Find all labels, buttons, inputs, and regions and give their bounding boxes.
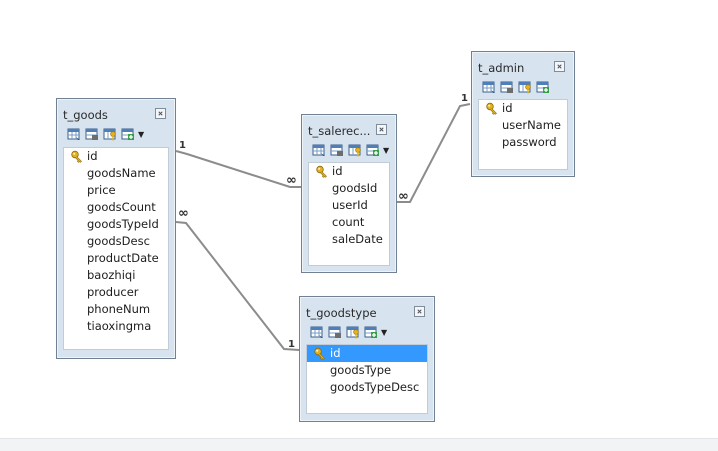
entity-toolbar: ▼ (306, 323, 428, 341)
field-name: goodsTypeId (87, 217, 159, 231)
cardinality-label: ∞ (178, 206, 189, 221)
field-name: password (502, 135, 557, 149)
table-grid-icon[interactable] (67, 128, 81, 141)
field-name: id (332, 164, 343, 178)
field-row[interactable]: goodsName (64, 165, 168, 182)
cardinality-label: ∞ (398, 189, 409, 204)
entity-toolbar: ▼ (308, 141, 390, 159)
primary-key-icon (315, 165, 328, 178)
field-row[interactable]: goodsTypeDesc (307, 379, 427, 396)
field-row[interactable]: goodsDesc (64, 233, 168, 250)
field-list: id goodsName price goodsCount goodsTypeId goo… (63, 147, 169, 350)
field-name: producer (87, 285, 139, 299)
field-row[interactable]: goodsCount (64, 199, 168, 216)
link-admin-salerecord (397, 103, 471, 203)
table-add-icon[interactable] (536, 81, 550, 94)
field-name: productDate (87, 251, 159, 265)
link-goods-salerecord (175, 150, 302, 188)
field-name: userName (502, 118, 562, 132)
table-add-icon[interactable] (366, 144, 380, 157)
field-row[interactable]: id (309, 163, 389, 180)
cardinality-label: ∞ (286, 173, 297, 188)
table-add-icon[interactable] (121, 128, 135, 141)
close-icon[interactable] (376, 124, 387, 135)
dropdown-arrow-icon[interactable]: ▼ (381, 327, 388, 337)
close-icon[interactable] (554, 61, 565, 72)
field-row[interactable]: producer (64, 284, 168, 301)
field-row[interactable]: tiaoxingma (64, 318, 168, 335)
field-row[interactable]: price (64, 182, 168, 199)
entity-t-goods[interactable]: t_goods ▼ id goodsName price goodsCount good… (56, 98, 176, 359)
table-key-icon[interactable] (346, 326, 360, 339)
field-row[interactable]: id (479, 100, 567, 117)
field-list: id userName password (478, 99, 568, 170)
primary-key-icon (313, 347, 326, 360)
field-row[interactable]: userId (309, 197, 389, 214)
field-row[interactable]: saleDate (309, 231, 389, 248)
field-name: count (332, 215, 365, 229)
table-edit-icon[interactable] (328, 326, 342, 339)
field-name: id (502, 101, 513, 115)
field-name: userId (332, 198, 368, 212)
field-name: id (330, 346, 341, 360)
field-row[interactable]: goodsType (307, 362, 427, 379)
field-name: goodsTypeDesc (330, 380, 420, 394)
field-row[interactable]: productDate (64, 250, 168, 267)
field-name: goodsType (330, 363, 392, 377)
table-grid-icon[interactable] (310, 326, 324, 339)
table-add-icon[interactable] (364, 326, 378, 339)
dropdown-arrow-icon[interactable]: ▼ (383, 145, 390, 155)
entity-title: t_goods (63, 108, 108, 122)
entity-title: t_salerec... (308, 124, 371, 138)
field-row[interactable]: phoneNum (64, 301, 168, 318)
table-key-icon[interactable] (348, 144, 362, 157)
table-key-icon[interactable] (103, 128, 117, 141)
dropdown-arrow-icon[interactable]: ▼ (138, 129, 145, 139)
table-grid-icon[interactable] (312, 144, 326, 157)
field-row[interactable]: password (479, 134, 567, 151)
close-icon[interactable] (414, 306, 425, 317)
field-row[interactable]: count (309, 214, 389, 231)
field-name: baozhiqi (87, 268, 136, 282)
field-row[interactable]: userName (479, 117, 567, 134)
table-edit-icon[interactable] (500, 81, 514, 94)
field-name: phoneNum (87, 302, 151, 316)
field-row[interactable]: baozhiqi (64, 267, 168, 284)
table-edit-icon[interactable] (330, 144, 344, 157)
field-row[interactable]: goodsTypeId (64, 216, 168, 233)
field-list: id goodsId userId count saleDate (308, 162, 390, 266)
entity-toolbar: ▼ (63, 125, 169, 143)
entity-t-admin[interactable]: t_admin id userName password (471, 51, 575, 177)
field-name: goodsCount (87, 200, 156, 214)
cardinality-label: 1 (288, 339, 295, 350)
field-row[interactable]: goodsId (309, 180, 389, 197)
field-row[interactable]: id (64, 148, 168, 165)
field-name: saleDate (332, 232, 383, 246)
field-name: tiaoxingma (87, 319, 152, 333)
table-grid-icon[interactable] (482, 81, 496, 94)
entity-t-salerecord[interactable]: t_salerec... ▼ id goodsId userId count saleD… (301, 114, 397, 273)
entity-t-goodstype[interactable]: t_goodstype ▼ id goodsType goodsTypeDesc (299, 296, 435, 422)
field-name: goodsName (87, 166, 156, 180)
entity-title: t_admin (478, 61, 525, 75)
cardinality-label: 1 (461, 93, 468, 104)
link-goods-goodstype (175, 221, 300, 351)
entity-toolbar (478, 78, 568, 96)
close-icon[interactable] (155, 108, 166, 119)
table-key-icon[interactable] (518, 81, 532, 94)
table-edit-icon[interactable] (85, 128, 99, 141)
field-name: goodsId (332, 181, 378, 195)
field-list: id goodsType goodsTypeDesc (306, 344, 428, 414)
field-name: price (87, 183, 116, 197)
field-name: id (87, 149, 98, 163)
entity-title: t_goodstype (306, 306, 377, 320)
cardinality-label: 1 (179, 140, 186, 151)
primary-key-icon (70, 150, 83, 163)
bottom-scroll-strip (0, 438, 718, 451)
primary-key-icon (485, 102, 498, 115)
field-name: goodsDesc (87, 234, 150, 248)
field-row[interactable]: id (307, 345, 427, 362)
